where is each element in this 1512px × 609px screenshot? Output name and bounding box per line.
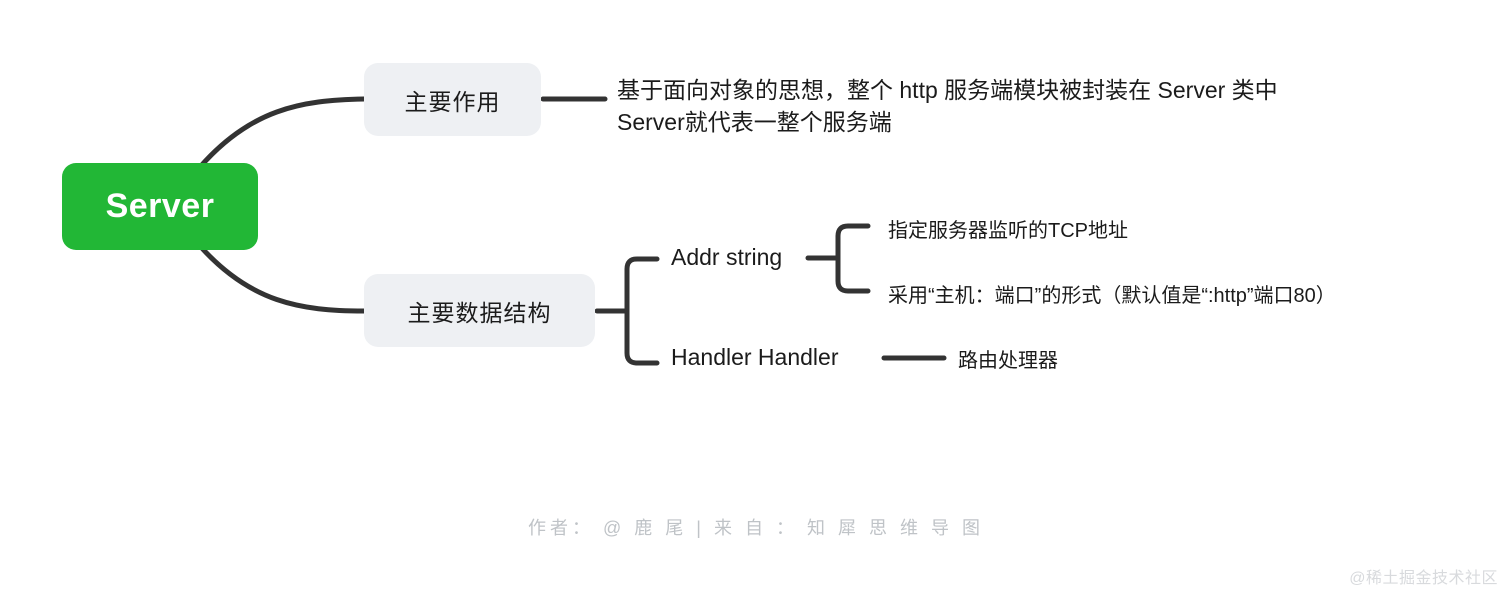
- branch-node-main-data-structure[interactable]: 主要数据结构: [364, 274, 595, 347]
- connector-root-to-branch-1: [197, 243, 367, 314]
- connector-root-to-branch-0: [197, 96, 367, 170]
- connector-addr-bracket: [835, 223, 871, 294]
- author-credit: 作者： @ 鹿 尾 | 来 自 ： 知 犀 思 维 导 图: [528, 518, 984, 538]
- text-node-handler-handler[interactable]: Handler Handler: [671, 344, 839, 370]
- text-node-addr-tcp-address[interactable]: 指定服务器监听的TCP地址: [888, 220, 1128, 242]
- text-node-addr-host-port-format[interactable]: 采用“主机：端口”的形式（默认值是“:http”端口80）: [888, 285, 1336, 307]
- text-node-handler-router[interactable]: 路由处理器: [958, 350, 1058, 372]
- watermark: @稀土掘金技术社区: [1349, 570, 1498, 587]
- branch-node-main-role[interactable]: 主要作用: [364, 63, 541, 136]
- text-node-server-description[interactable]: 基于面向对象的思想，整个 http 服务端模块被封装在 Server 类中 Se…: [617, 77, 1278, 135]
- text-node-addr-string[interactable]: Addr string: [671, 244, 783, 270]
- connector-branch-1-bracket: [624, 256, 660, 366]
- root-node-server[interactable]: Server: [62, 163, 258, 250]
